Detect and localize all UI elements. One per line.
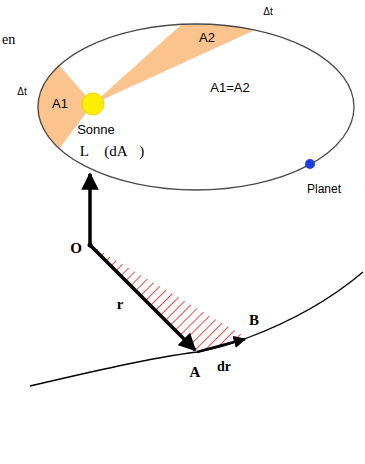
- point-label: O: [70, 240, 82, 257]
- point-label: A: [190, 364, 201, 381]
- sun-disc: [82, 93, 104, 115]
- orbit-arc: [30, 272, 363, 386]
- time-interval-label: Δt: [263, 6, 272, 18]
- vector-label: dr: [217, 359, 231, 375]
- radius-vector: [90, 245, 195, 350]
- orbit-ellipse: [38, 24, 354, 190]
- area-label: A2: [199, 31, 215, 46]
- area-sector: [93, 24, 255, 104]
- area-triangle: [90, 245, 247, 352]
- planet-label: Planet: [307, 183, 341, 197]
- origin-point: [88, 243, 93, 248]
- sun-label: Sonne: [77, 123, 115, 138]
- area-label: A1: [52, 97, 68, 112]
- time-interval-label: Δt: [17, 86, 26, 98]
- point-label: B: [249, 312, 259, 329]
- equation-label: A1=A2: [210, 81, 249, 96]
- vector-label: r⃗: [117, 296, 135, 313]
- angular-momentum-vector: [88, 174, 92, 245]
- planet-dot: [305, 159, 315, 169]
- cut-text: en: [2, 32, 15, 48]
- displacement-vector: [197, 339, 245, 352]
- vector-label: L⃗ (dA⃗): [80, 143, 145, 160]
